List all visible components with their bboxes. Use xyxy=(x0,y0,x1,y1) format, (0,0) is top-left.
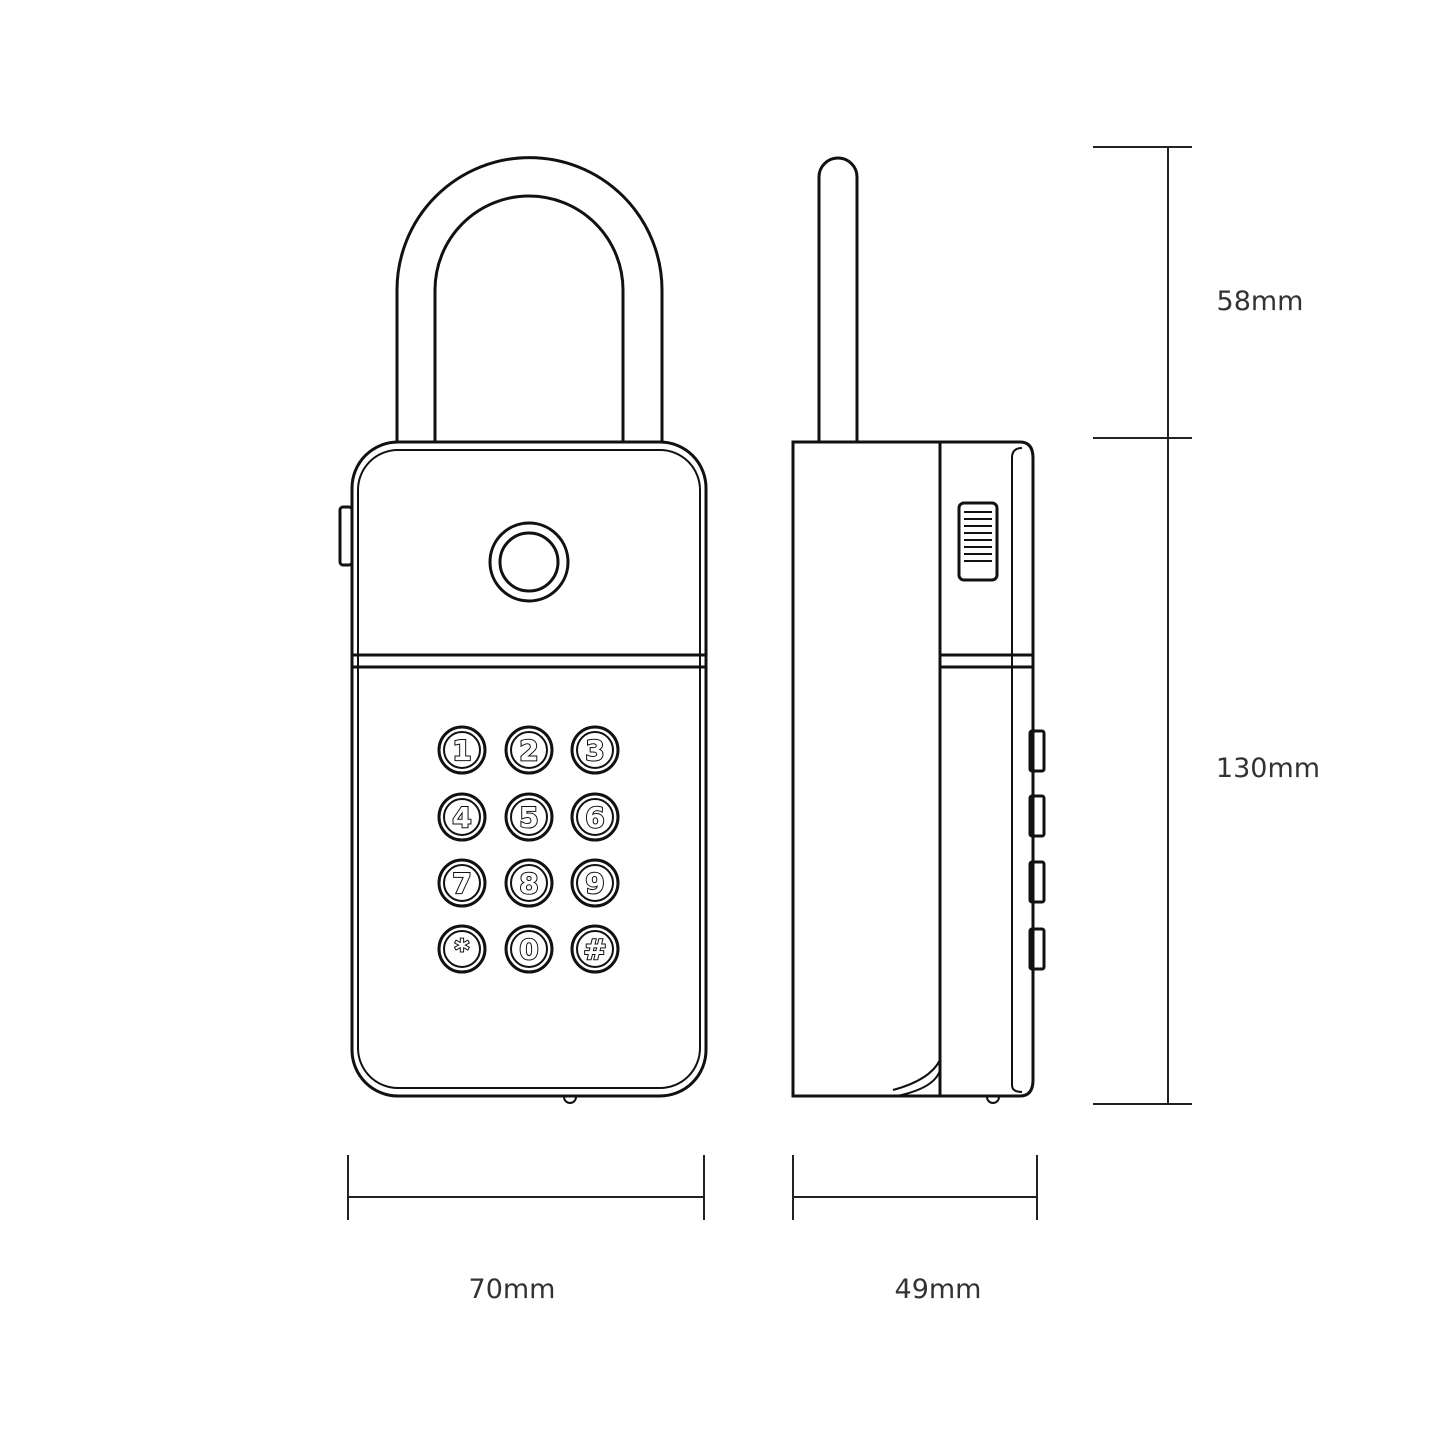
horizontal-dimensions: 70mm 49mm xyxy=(347,1155,1038,1305)
keypad-key: 3 xyxy=(570,725,620,775)
side-latch-curve xyxy=(892,1059,941,1097)
bottom-nub xyxy=(563,1096,577,1104)
side-buttons xyxy=(1028,729,1046,971)
side-door xyxy=(940,440,1035,1098)
keypad-key: 1 xyxy=(437,725,487,775)
depth-label: 49mm xyxy=(895,1274,982,1305)
keypad-key-label: 3 xyxy=(585,734,604,767)
side-knob xyxy=(338,505,354,567)
keypad-key-label: 1 xyxy=(452,734,471,767)
front-body-outer xyxy=(350,440,708,1098)
side-bottom-nub xyxy=(986,1096,1000,1104)
side-shackle xyxy=(817,156,859,442)
body-height-label: 130mm xyxy=(1216,753,1320,784)
keypad-key-label: # xyxy=(583,933,606,966)
keypad-key-label: 5 xyxy=(519,801,538,834)
front-view: 1 2 3 4 5 6 7 8 9 * 0 # xyxy=(338,156,708,1104)
vertical-dimension: 58mm 130mm xyxy=(1093,146,1320,1105)
keypad-key-label: 9 xyxy=(585,867,604,900)
side-door-inner xyxy=(1011,447,1023,1093)
keypad-key: 5 xyxy=(504,792,554,842)
slider-switch xyxy=(957,501,999,582)
keypad-key-label: 7 xyxy=(452,867,471,900)
front-shackle xyxy=(395,156,664,442)
keypad-key: 8 xyxy=(504,858,554,908)
keypad-key-label: 8 xyxy=(519,867,538,900)
keypad-key-label: * xyxy=(455,933,470,966)
keypad-key: 4 xyxy=(437,792,487,842)
keypad-key: # xyxy=(570,924,620,974)
keypad-key: 6 xyxy=(570,792,620,842)
fingerprint-sensor xyxy=(488,521,570,603)
keypad-key: 9 xyxy=(570,858,620,908)
side-separator-band xyxy=(938,653,1035,669)
keypad-key: * xyxy=(437,924,487,974)
keypad-key-label: 0 xyxy=(519,933,538,966)
keypad-key: 2 xyxy=(504,725,554,775)
side-view xyxy=(791,156,1046,1104)
keypad-key-label: 6 xyxy=(585,801,604,834)
keypad-key: 0 xyxy=(504,924,554,974)
keypad-key-label: 4 xyxy=(452,801,471,834)
side-body xyxy=(791,440,942,1098)
keypad: 1 2 3 4 5 6 7 8 9 * 0 # xyxy=(437,725,620,974)
width-label: 70mm xyxy=(469,1274,556,1305)
front-body-inner xyxy=(357,449,701,1089)
keypad-key: 7 xyxy=(437,858,487,908)
keypad-key-label: 2 xyxy=(519,734,538,767)
front-separator-band xyxy=(350,653,708,669)
shackle-height-label: 58mm xyxy=(1217,286,1304,317)
